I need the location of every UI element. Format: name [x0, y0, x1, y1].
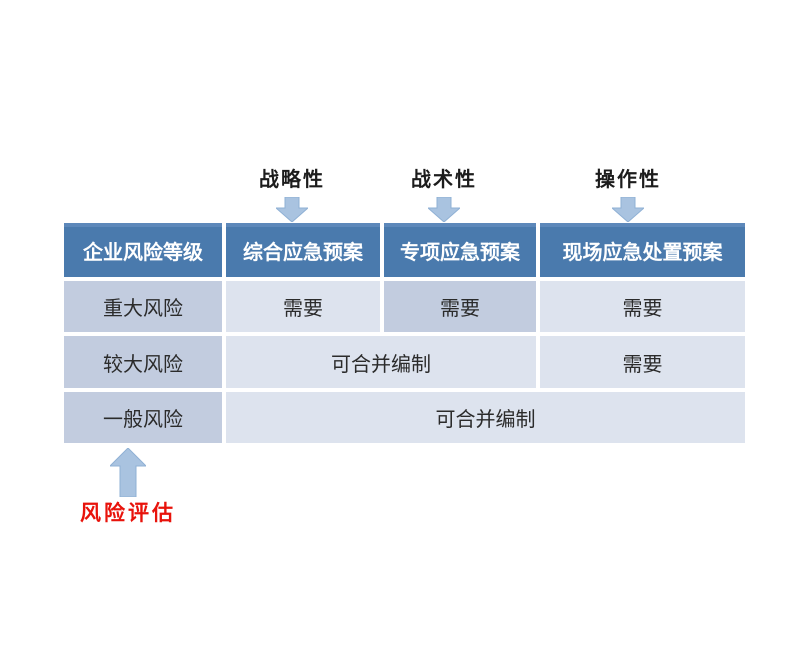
up-arrow-icon: [110, 448, 146, 497]
row-general-combined: 可合并编制: [226, 392, 745, 443]
row-larger-level: 较大风险: [64, 336, 222, 388]
down-arrow-icon: [276, 197, 308, 222]
plan-type-strategic: 战略性: [230, 163, 354, 222]
row-major-special: 需要: [384, 281, 536, 332]
risk-assessment-label: 风险评估: [80, 501, 176, 525]
row-major-level: 重大风险: [64, 281, 222, 332]
header-special-plan: 专项应急预案: [384, 223, 536, 277]
plan-type-tactical: 战术性: [382, 163, 506, 222]
row-larger-combined: 可合并编制: [226, 336, 536, 388]
down-arrow-icon: [612, 197, 644, 222]
row-major-onsite: 需要: [540, 281, 745, 332]
header-comprehensive-plan: 综合应急预案: [226, 223, 380, 277]
plan-type-label-strategic: 战略性: [259, 169, 325, 191]
plan-type-label-operational: 操作性: [595, 169, 661, 191]
row-larger-onsite: 需要: [540, 336, 745, 388]
row-major-comprehensive: 需要: [226, 281, 380, 332]
plan-type-operational: 操作性: [566, 163, 690, 222]
down-arrow-icon: [428, 197, 460, 222]
header-onsite-plan: 现场应急处置预案: [540, 223, 745, 277]
row-general-level: 一般风险: [64, 392, 222, 443]
risk-plan-table: 企业风险等级 综合应急预案 专项应急预案 现场应急处置预案 重大风险 需要 需要…: [64, 223, 745, 443]
plan-type-label-tactical: 战术性: [411, 169, 477, 191]
header-risk-level: 企业风险等级: [64, 223, 222, 277]
